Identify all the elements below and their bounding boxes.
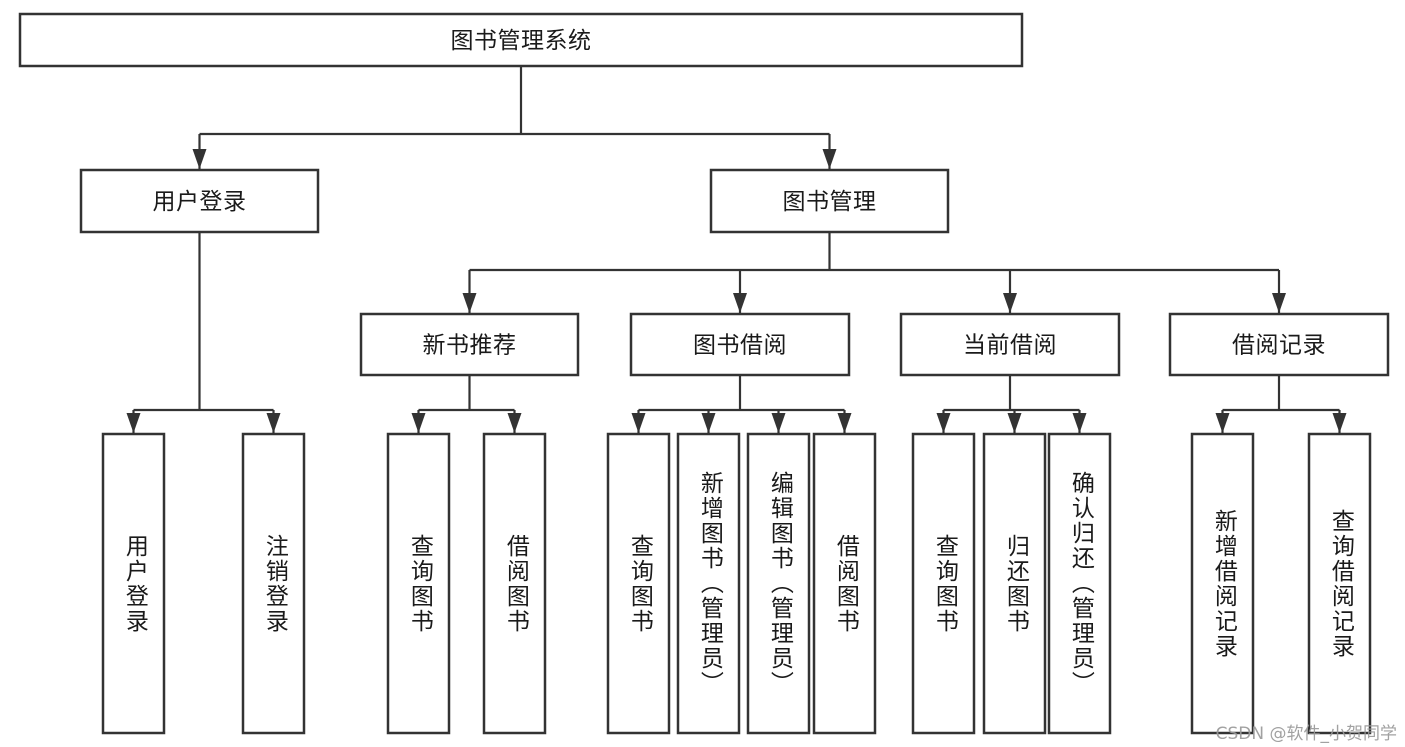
node-label: 图书管理系统 xyxy=(451,28,592,54)
node-box[interactable] xyxy=(1307,432,1372,735)
arrow-head-icon xyxy=(266,413,281,433)
arrow-head-icon xyxy=(936,413,951,433)
node-box[interactable] xyxy=(482,432,547,735)
node-leaf-12[interactable] xyxy=(1307,432,1372,735)
node-l3-0[interactable] xyxy=(359,312,580,377)
node-label: 借阅记录 xyxy=(1232,333,1326,359)
node-l3-2[interactable] xyxy=(899,312,1121,377)
node-box[interactable] xyxy=(386,432,451,735)
arrow-head-icon xyxy=(1215,413,1230,433)
arrow-head-icon xyxy=(462,293,477,313)
arrow-head-icon xyxy=(1332,413,1347,433)
node-box[interactable] xyxy=(629,312,851,377)
node-box[interactable] xyxy=(101,432,166,735)
node-box[interactable] xyxy=(812,432,877,735)
node-label: 当前借阅 xyxy=(963,333,1057,359)
node-label: 新书推荐 xyxy=(423,333,517,359)
node-box[interactable] xyxy=(1190,432,1255,735)
arrow-head-icon xyxy=(701,413,716,433)
node-l2-0[interactable] xyxy=(79,168,320,234)
node-box[interactable] xyxy=(982,432,1047,735)
node-box[interactable] xyxy=(899,312,1121,377)
node-leaf-4[interactable] xyxy=(606,432,671,735)
arrow-head-icon xyxy=(822,149,837,169)
node-leaf-0[interactable] xyxy=(101,432,166,735)
node-box[interactable] xyxy=(359,312,580,377)
arrow-head-icon xyxy=(837,413,852,433)
arrow-head-icon xyxy=(1072,413,1087,433)
node-leaf-10[interactable] xyxy=(1047,432,1112,735)
node-leaf-6[interactable] xyxy=(746,432,811,735)
node-box[interactable] xyxy=(911,432,976,735)
arrow-head-icon xyxy=(507,413,522,433)
node-l3-1[interactable] xyxy=(629,312,851,377)
arrow-head-icon xyxy=(1003,293,1017,313)
node-leaf-2[interactable] xyxy=(386,432,451,735)
node-l3-3[interactable] xyxy=(1168,312,1390,377)
node-l2-1[interactable] xyxy=(709,168,950,234)
arrow-head-icon xyxy=(631,413,646,433)
arrow-head-icon xyxy=(771,413,786,433)
node-leaf-9[interactable] xyxy=(982,432,1047,735)
arrow-head-icon xyxy=(1272,293,1286,313)
node-label: 图书借阅 xyxy=(693,333,787,359)
arrow-head-icon xyxy=(126,413,141,433)
csdn-watermark: CSDN @软件_小贺同学 xyxy=(1215,724,1397,744)
node-box[interactable] xyxy=(746,432,811,735)
node-root-0[interactable] xyxy=(18,12,1024,68)
node-leaf-7[interactable] xyxy=(812,432,877,735)
node-label: 图书管理 xyxy=(783,189,877,215)
arrow-head-icon xyxy=(1007,413,1022,433)
arrow-head-icon xyxy=(411,413,426,433)
node-leaf-8[interactable] xyxy=(911,432,976,735)
node-box[interactable] xyxy=(1168,312,1390,377)
node-box[interactable] xyxy=(241,432,306,735)
arrow-head-icon xyxy=(192,149,207,169)
node-box[interactable] xyxy=(606,432,671,735)
node-leaf-1[interactable] xyxy=(241,432,306,735)
node-leaf-11[interactable] xyxy=(1190,432,1255,735)
node-box[interactable] xyxy=(709,168,950,234)
connectors-layer xyxy=(126,66,1347,433)
node-box[interactable] xyxy=(676,432,741,735)
node-leaf-5[interactable] xyxy=(676,432,741,735)
boxes-layer xyxy=(18,12,1390,735)
arrow-head-icon xyxy=(733,293,747,313)
node-label: 用户登录 xyxy=(153,189,247,215)
node-box[interactable] xyxy=(1047,432,1112,735)
node-leaf-3[interactable] xyxy=(482,432,547,735)
node-box[interactable] xyxy=(18,12,1024,68)
node-box[interactable] xyxy=(79,168,320,234)
